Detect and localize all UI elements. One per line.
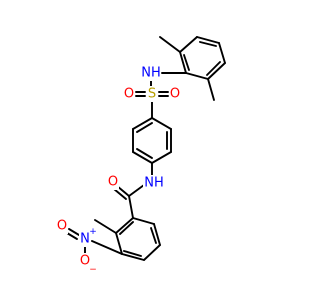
nitro-plus-charge: + <box>89 227 97 237</box>
ring-mid-inner-3 <box>136 122 153 133</box>
sulfonyl-o-left-bg <box>123 86 135 102</box>
nh-to-carbonyl-bond <box>128 184 145 197</box>
nitro-o-bottom-bg <box>79 253 91 269</box>
nitro-o-top-double-b <box>66 232 78 240</box>
ring-mid-bond-1 <box>151 117 172 130</box>
ring-mid-inner-2 <box>136 148 153 159</box>
ring-bot-bond-3 <box>143 244 161 261</box>
sulfonyl-o-right-label: O <box>170 87 180 102</box>
amide-o-bg <box>107 174 119 190</box>
nitro-o-top-bg <box>56 218 68 234</box>
nitro-minus-charge: − <box>89 265 97 275</box>
amide-nh-bg <box>143 175 165 191</box>
ring-bot-bond-6 <box>115 217 134 234</box>
nitro-n-label: N <box>80 232 90 247</box>
sulfonyl-s-bg <box>146 86 158 102</box>
atom-label-layer: NH S O O O NH N + O O − <box>56 65 181 275</box>
ring-top-bond-3 <box>218 42 226 64</box>
sulfonyl-s-label: S <box>148 87 156 102</box>
ring-bot-bond-4 <box>121 253 145 261</box>
nitro-o-bottom-label: O <box>80 254 90 269</box>
methyl-bottom-bond <box>207 78 215 101</box>
nitro-o-top-double-a <box>68 228 80 236</box>
ring-bot-bond-1 <box>132 217 155 225</box>
ring-bot-inner-1 <box>150 227 157 244</box>
nitro-n-bg <box>79 231 91 247</box>
ring-top-bond-2 <box>196 36 220 44</box>
ring-top-inner-1 <box>199 41 217 47</box>
ring-top-bond-1 <box>179 36 198 53</box>
ring-top-inner-3 <box>183 54 190 71</box>
nitro-o-top-label: O <box>57 219 67 234</box>
ring-bot-inner-3 <box>119 221 134 235</box>
molecule-structure: NH S O O O NH N + O O − <box>56 36 226 275</box>
ring-top-inner-2 <box>206 61 221 76</box>
ring-to-nitro-bond <box>91 240 123 255</box>
ring-mid-bond-6 <box>132 117 153 130</box>
ring-mid-bond-3 <box>151 151 172 164</box>
ring-top-bond-5 <box>185 72 209 80</box>
ring-bot-inner-2 <box>123 250 142 257</box>
ring-top-bond-6 <box>179 51 187 74</box>
ring-top-bond-4 <box>207 62 226 80</box>
nh-top-bg <box>141 65 161 81</box>
sulfonyl-o-left-label: O <box>124 87 134 102</box>
methyl-top-bond <box>159 36 181 53</box>
ring-bot-bond-2 <box>153 223 161 246</box>
carbonyl-to-ring-bond <box>128 195 134 219</box>
methyl-ring-bot-bond <box>94 219 117 234</box>
amide-nh-label: NH <box>144 176 164 191</box>
bond-layer <box>66 36 226 261</box>
ring-bot-bond-5 <box>115 232 123 255</box>
ring-mid-bond-4 <box>132 151 153 164</box>
amide-o-label: O <box>108 175 118 190</box>
sulfonamide-nh-label: NH <box>141 66 161 81</box>
sulfonyl-o-right-bg <box>169 86 181 102</box>
carbonyl-double-b <box>113 188 127 200</box>
